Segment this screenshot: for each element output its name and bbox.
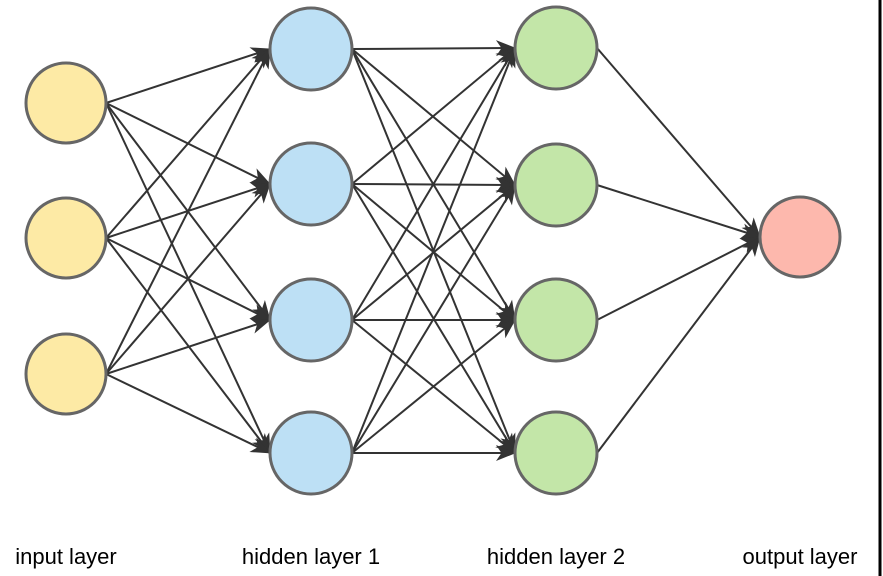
edge-hidden1-4-to-hidden2-1 — [351, 47, 516, 454]
node-input-2 — [24, 196, 108, 280]
edge-input-2-to-hidden1-4 — [105, 237, 271, 454]
edge-hidden1-1-to-hidden2-1 — [351, 40, 516, 57]
connections-group — [105, 40, 761, 461]
layer-labels: input layer hidden layer 1 hidden layer … — [15, 544, 857, 569]
edge-input-3-to-hidden1-3 — [105, 318, 271, 375]
node-hidden2-1 — [513, 5, 599, 91]
nodes-group — [24, 5, 842, 496]
node-hidden2-3 — [513, 277, 599, 363]
node-hidden1-1 — [268, 6, 354, 92]
node-hidden2-4 — [513, 410, 599, 496]
edge-input-3-to-hidden1-1 — [105, 48, 271, 375]
edge-input-2-to-hidden1-1 — [105, 48, 271, 239]
edge-hidden2-3-to-output-1 — [596, 236, 761, 321]
edge-hidden1-4-to-hidden2-3 — [351, 319, 516, 454]
edge-hidden1-3-to-hidden2-1 — [351, 47, 516, 321]
node-hidden1-3 — [268, 277, 354, 363]
node-hidden1-4 — [268, 410, 354, 496]
node-hidden2-2 — [513, 142, 599, 228]
edge-hidden1-2-to-hidden2-1 — [351, 47, 516, 185]
label-output-layer: output layer — [743, 544, 858, 569]
edge-hidden2-1-to-output-1 — [596, 47, 761, 238]
edge-input-3-to-hidden1-2 — [105, 183, 271, 375]
node-hidden1-2 — [268, 141, 354, 227]
edge-hidden2-2-to-output-1 — [596, 184, 761, 239]
node-output-1 — [758, 195, 842, 279]
edge-input-1-to-hidden1-1 — [105, 47, 271, 104]
node-input-1 — [24, 61, 108, 145]
label-hidden-layer-1: hidden layer 1 — [242, 544, 380, 569]
edge-input-3-to-hidden1-4 — [105, 373, 271, 454]
node-input-3 — [24, 332, 108, 416]
label-input-layer: input layer — [15, 544, 117, 569]
label-hidden-layer-2: hidden layer 2 — [487, 544, 625, 569]
edge-hidden1-4-to-hidden2-2 — [351, 184, 516, 454]
edge-hidden2-4-to-output-1 — [596, 236, 761, 454]
